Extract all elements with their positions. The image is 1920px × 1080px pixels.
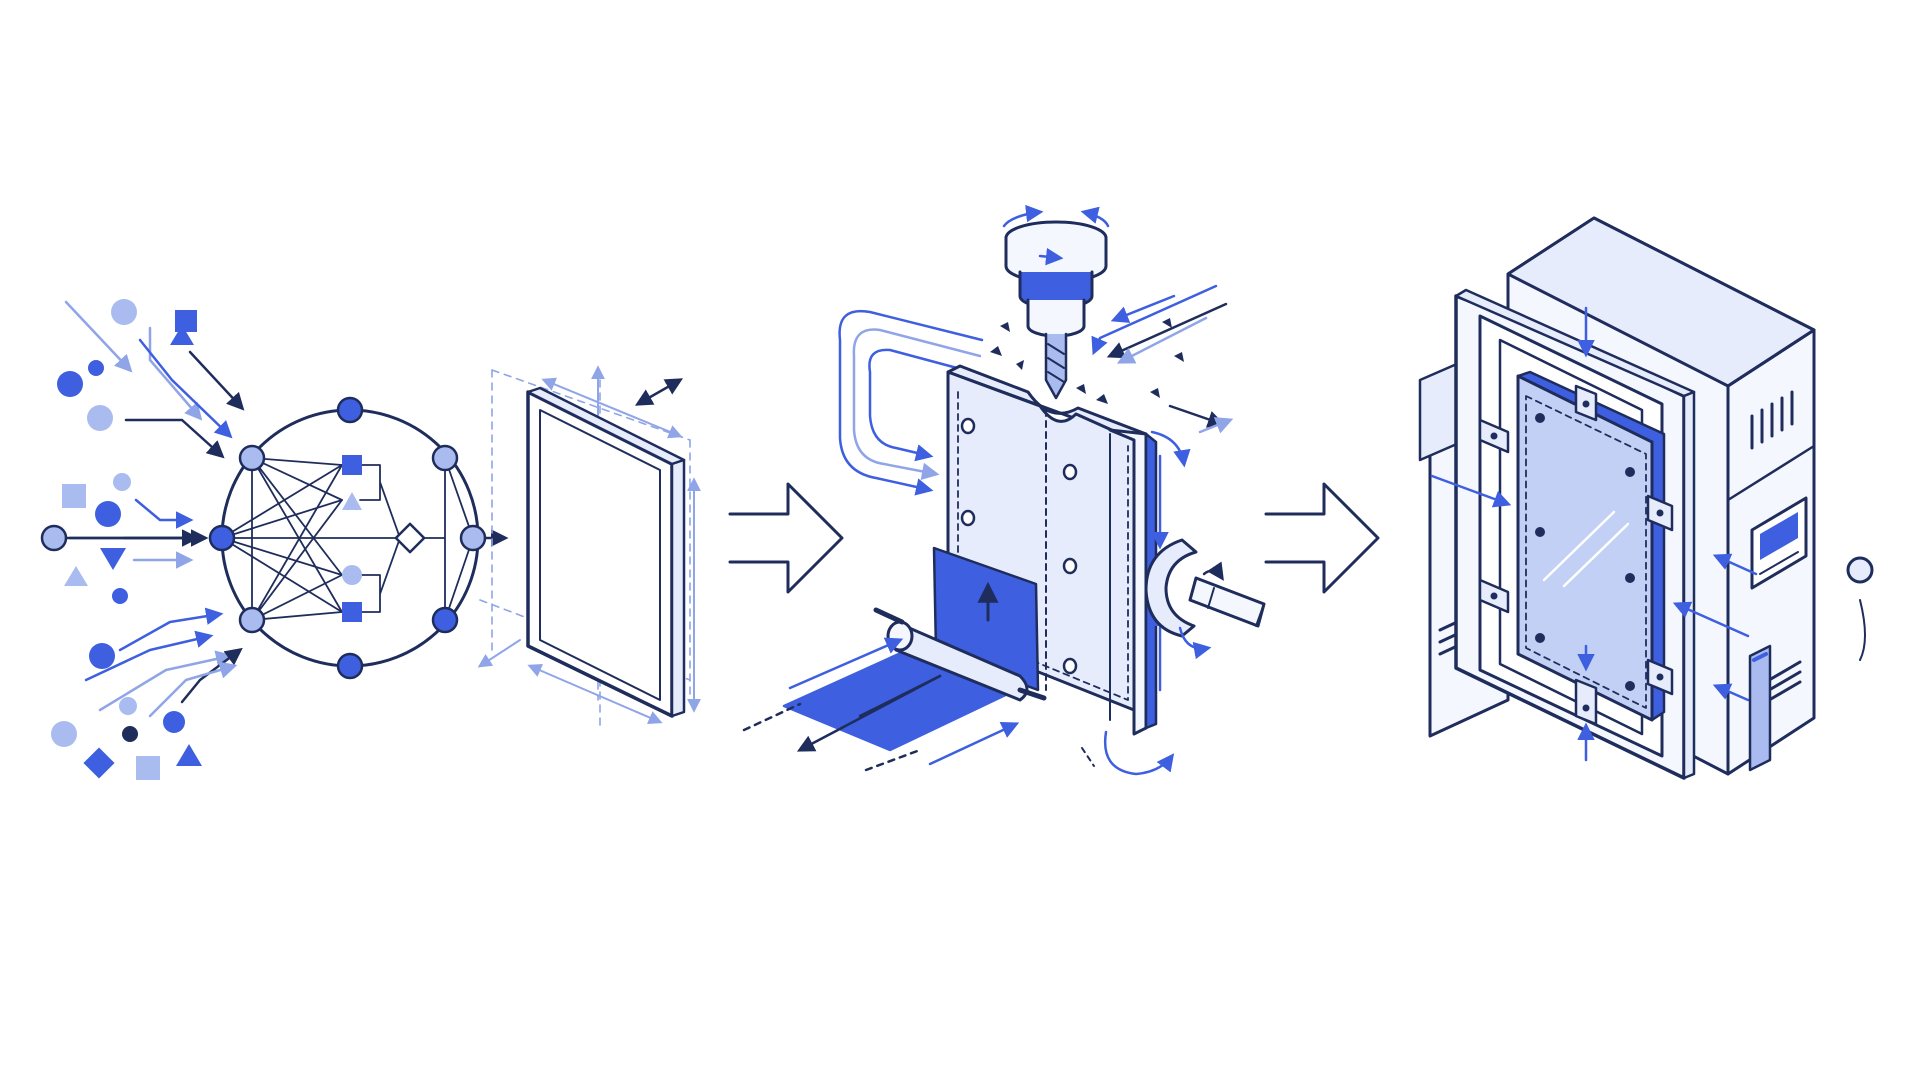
panel-frame-icon	[477, 365, 701, 726]
milling-machine-icon	[742, 204, 1266, 776]
panel-specification	[477, 365, 701, 726]
data-input-network	[40, 299, 509, 780]
fabrication	[742, 204, 1266, 776]
input-shapes	[51, 299, 202, 780]
sheet-feed	[742, 546, 1095, 772]
flow-arrow-icon	[728, 482, 844, 594]
side-tool	[1144, 538, 1266, 660]
neural-network-icon	[208, 396, 509, 680]
flow-arrow-icon	[1264, 482, 1380, 594]
assembly	[1418, 216, 1874, 780]
spindle	[1002, 204, 1110, 400]
glass-panel	[1516, 370, 1666, 722]
chips	[990, 318, 1184, 404]
input-arrows	[64, 300, 245, 718]
enclosure-cabinet-icon	[1418, 216, 1874, 780]
